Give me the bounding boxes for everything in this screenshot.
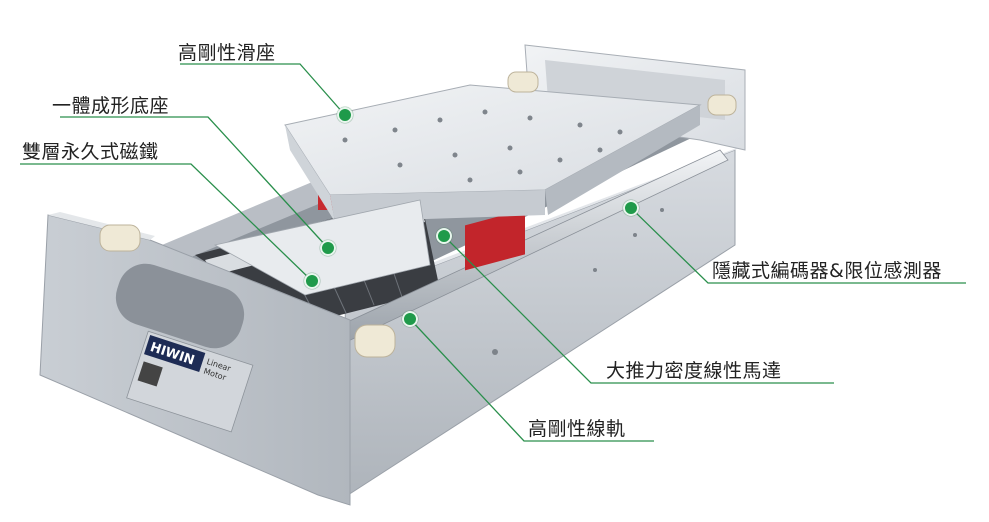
brand-plate: HIWIN Linear Motor: [126, 330, 254, 433]
callout-marker-base: [320, 240, 336, 256]
side-screws: [492, 208, 664, 355]
base-top-edge: [345, 146, 742, 300]
motor-coil-block: [465, 209, 525, 271]
callout-marker-rail: [402, 311, 418, 327]
callout-marker-motor: [436, 228, 452, 244]
end-cap-handle-slot: [115, 263, 245, 349]
callout-label-base: 一體成形底座: [52, 95, 170, 117]
callout-label-slide: 高剛性滑座: [178, 42, 276, 64]
callout-marker-encoder: [623, 200, 639, 216]
qr-code: [137, 361, 163, 387]
slide-right-face: [545, 105, 700, 215]
callout-marker-magnet: [304, 273, 320, 289]
end-stop-bumpers: [99, 71, 737, 358]
slide-left-flange: [285, 125, 335, 222]
callout-label-magnet: 雙層永久式磁鐵: [22, 141, 159, 163]
callout-label-encoder: 隱藏式編碼器&限位感測器: [712, 260, 942, 282]
slide-bolt-holes: [342, 109, 623, 183]
callout-label-motor: 大推力密度線性馬達: [606, 360, 782, 382]
callout-label-rail: 高剛性線軌: [528, 418, 626, 440]
callout-marker-slide: [337, 107, 353, 123]
callout-leader-lines: [20, 63, 966, 442]
